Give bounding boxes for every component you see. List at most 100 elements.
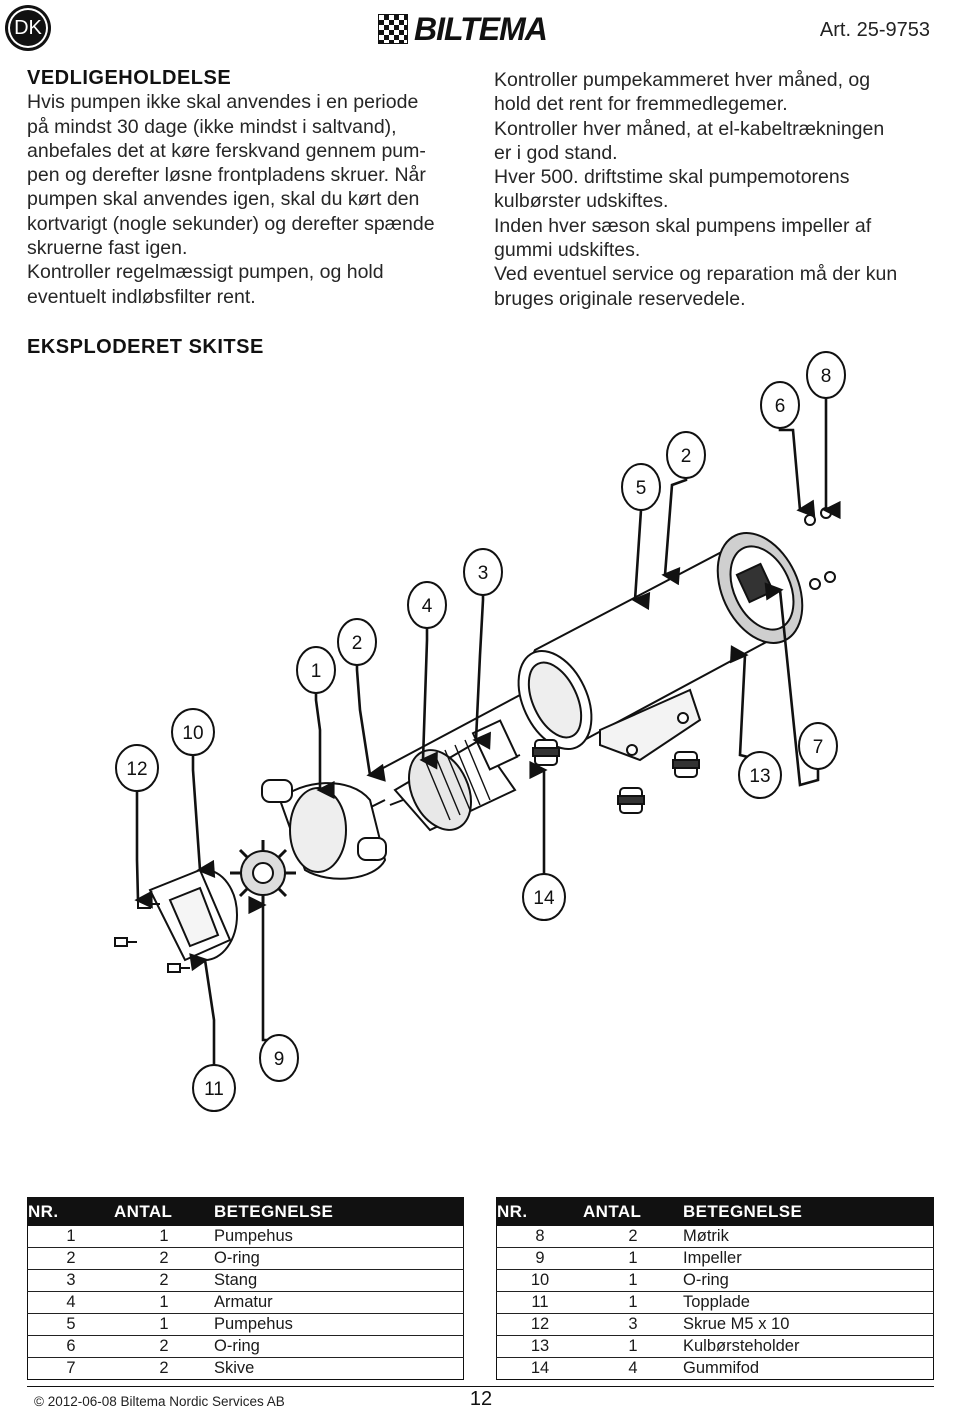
callout-5 xyxy=(621,463,661,511)
cell-antal: 1 xyxy=(114,1226,214,1248)
cell-betegnelse: Møtrik xyxy=(683,1226,934,1248)
text-line: skruerne fast igen. xyxy=(27,237,188,260)
callout-label: 14 xyxy=(533,888,555,909)
callout-10 xyxy=(171,708,215,756)
text-line: anbefales det at køre ferskvand gennem p… xyxy=(27,139,426,162)
maintenance-left-text: Hvis pumpen ikke skal anvendes i en peri… xyxy=(27,90,472,309)
callout-1 xyxy=(296,646,336,694)
callout-13 xyxy=(738,751,782,799)
rubber-feet-drawing xyxy=(532,739,700,814)
callout-8 xyxy=(806,351,846,399)
text-line: Inden hver sæson skal pumpens impeller a… xyxy=(494,214,872,237)
cell-nr: 2 xyxy=(27,1247,114,1270)
callout-label: 11 xyxy=(204,1079,224,1100)
text-line: Hvis pumpen ikke skal anvendes i en peri… xyxy=(27,91,419,114)
cell-betegnelse: Skive xyxy=(214,1359,255,1377)
cell-nr: 10 xyxy=(496,1269,583,1292)
text-line: er i god stand. xyxy=(494,141,618,164)
cell-antal: 3 xyxy=(583,1313,683,1336)
pump-housing-drawing xyxy=(261,779,387,880)
cell-nr: 11 xyxy=(496,1291,583,1314)
cell-nr: 9 xyxy=(496,1247,583,1270)
text-line: eventuelt indløbsfilter rent. xyxy=(27,285,256,308)
maintenance-title: VEDLIGEHOLDELSE xyxy=(27,67,232,89)
cell-nr: 1 xyxy=(27,1226,114,1248)
cell-antal: 4 xyxy=(628,1359,638,1377)
callout-7 xyxy=(798,722,838,770)
callout-label: 10 xyxy=(182,723,203,744)
cell-betegnelse: O-ring xyxy=(214,1247,464,1270)
text-line: på mindst 30 dage (ikke mindst i saltvan… xyxy=(27,115,397,138)
cell-betegnelse: Pumpehus xyxy=(214,1313,464,1336)
text-line: pumpen skal anvendes igen, skal du kørt … xyxy=(27,188,420,211)
top-plate-drawing xyxy=(148,868,232,962)
callout-label: 13 xyxy=(749,766,770,787)
text-line: Kontroller hver måned, at el-kabeltrækni… xyxy=(494,117,885,140)
exploded-view-title: EKSPLODERET SKITSE xyxy=(27,336,264,358)
text-line: pen og derefter løsne frontpladens skrue… xyxy=(27,164,426,187)
cell-antal: 1 xyxy=(583,1335,683,1358)
cell-antal: 1 xyxy=(583,1269,683,1292)
cell-antal: 2 xyxy=(114,1269,214,1292)
checkered-flag-icon xyxy=(378,14,408,44)
motor-housing-drawing xyxy=(517,542,783,762)
callout-label: 7 xyxy=(813,737,824,758)
cell-antal: 1 xyxy=(114,1313,214,1336)
cell-betegnelse: Stang xyxy=(214,1269,464,1292)
brand-name: BILTEMA xyxy=(414,10,548,47)
cell-betegnelse: Impeller xyxy=(683,1247,934,1270)
callout-4 xyxy=(407,581,447,629)
text-line: Ved eventuel service og reparation må de… xyxy=(494,263,898,286)
cell-antal: 1 xyxy=(114,1291,214,1314)
text-line: Hver 500. driftstime skal pumpemotorens xyxy=(494,166,850,189)
cell-antal: 1 xyxy=(583,1291,683,1314)
callout-2b xyxy=(337,618,377,666)
cell-nr: 13 xyxy=(496,1335,583,1358)
brush-holder-drawing xyxy=(716,507,836,644)
callout-label: 8 xyxy=(821,366,832,387)
exploded-view-diagram: 8 6 2 5 3 4 2 1 10 12 7 13 14 9 11 xyxy=(114,351,846,1112)
callout-6 xyxy=(760,381,800,429)
callout-label: 5 xyxy=(636,478,647,499)
callout-11 xyxy=(192,1064,236,1112)
armature-drawing xyxy=(354,719,519,832)
callout-label: 6 xyxy=(775,396,786,417)
text-line: bruges originale reservedele. xyxy=(494,287,746,310)
callout-label: 3 xyxy=(478,563,489,584)
cell-nr: 6 xyxy=(27,1335,114,1358)
text-line: Kontroller pumpekammeret hver måned, og xyxy=(494,69,871,91)
callout-bubbles xyxy=(115,351,846,1112)
callout-9 xyxy=(259,1034,299,1082)
text-line: kortvarigt (nogle sekunder) og derefter … xyxy=(27,212,435,235)
cell-nr: 5 xyxy=(27,1313,114,1336)
column-header-betegnelse: BETEGNELSE xyxy=(214,1197,464,1226)
column-header-antal: ANTAL xyxy=(114,1197,214,1226)
cell-antal: 2 xyxy=(114,1247,214,1270)
footer-divider xyxy=(27,1386,934,1387)
column-header-nr: NR. xyxy=(496,1197,583,1226)
text-line: kulbørster udskiftes. xyxy=(494,190,669,213)
cell-antal: 2 xyxy=(583,1226,683,1248)
callout-label: 2 xyxy=(352,633,363,654)
impeller-drawing xyxy=(230,840,296,906)
callout-label: 1 xyxy=(311,661,322,682)
copyright-text: © 2012-06-08 Biltema Nordic Services AB xyxy=(34,1394,285,1409)
cell-nr: 12 xyxy=(496,1313,583,1336)
text-line: hold det rent for fremmedlegemer. xyxy=(494,93,788,116)
language-badge: DK xyxy=(8,8,48,48)
cell-betegnelse: Kulbørsteholder xyxy=(683,1335,934,1358)
column-header-nr: NR. xyxy=(27,1197,114,1226)
callout-2a xyxy=(666,431,706,479)
callout-label: 4 xyxy=(422,596,433,617)
